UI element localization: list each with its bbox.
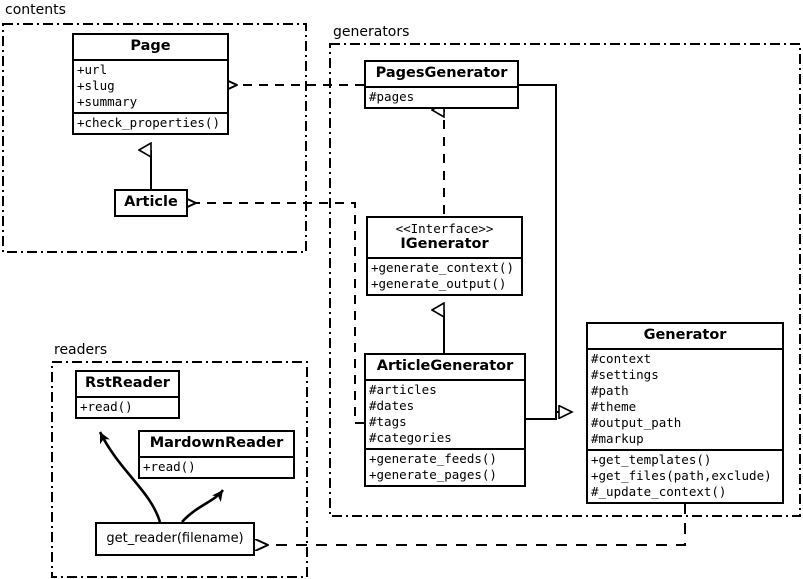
attribute-row: +url [77, 62, 108, 78]
method-row: +get_templates() [591, 452, 712, 468]
class-name-articlegenerator: ArticleGenerator [376, 358, 514, 374]
class-name-page: Page [130, 38, 171, 54]
method-row: +read() [80, 399, 133, 415]
attribute-row: +slug [77, 78, 115, 94]
attribute-row: #markup [591, 431, 644, 447]
method-row: +get_files(path,exclude) [591, 468, 772, 484]
method-row: +generate_output() [371, 275, 507, 291]
attribute-row: #theme [591, 399, 637, 415]
attribute-row: #tags [369, 414, 407, 430]
class-attributes-articlegenerator: #articles #dates #tags #categories [366, 379, 524, 448]
class-box-generator[interactable]: Generator #context #settings #path #them… [586, 322, 784, 505]
class-methods-page: +check_properties() [74, 112, 227, 133]
connector-generator-to-getreader [268, 503, 686, 545]
class-name-rstreader: RstReader [85, 375, 170, 391]
class-stereotype-igenerator: <<Interface>> [395, 221, 494, 236]
attribute-row: #context [591, 351, 652, 367]
package-label-readers: readers [52, 342, 110, 358]
class-box-igenerator[interactable]: <<Interface>> IGenerator +generate_conte… [366, 216, 523, 296]
attribute-row: #output_path [591, 415, 682, 431]
method-row: +check_properties() [77, 115, 220, 131]
class-name-mardownreader: MardownReader [149, 435, 284, 451]
class-box-mardownreader[interactable]: MardownReader +read() [138, 430, 295, 480]
connector-articlegenerator-to-generator [526, 412, 557, 420]
class-attributes-pagesgenerator: #pages [366, 86, 517, 107]
class-name-article: Article [124, 194, 178, 210]
method-row: +generate_feeds() [369, 451, 497, 467]
method-row: +generate_pages() [369, 467, 497, 483]
function-name-get-reader: get_reader(filename) [106, 531, 244, 546]
package-label-contents: contents [3, 2, 68, 18]
class-methods-mardownreader: +read() [140, 456, 293, 477]
class-name-pagesgenerator: PagesGenerator [375, 65, 508, 81]
class-attributes-page: +url +slug +summary [74, 59, 227, 112]
attribute-row: #path [591, 383, 629, 399]
method-row: +read() [143, 459, 196, 475]
class-box-page[interactable]: Page +url +slug +summary +check_properti… [72, 33, 229, 136]
attribute-row: #categories [369, 430, 452, 446]
attribute-row: +summary [77, 94, 138, 110]
class-methods-igenerator: +generate_context() +generate_output() [368, 256, 521, 294]
class-box-articlegenerator[interactable]: ArticleGenerator #articles #dates #tags … [364, 353, 526, 488]
method-row: +generate_context() [371, 259, 514, 275]
class-methods-articlegenerator: +generate_feeds() +generate_pages() [366, 448, 524, 485]
method-row: #_update_context() [591, 484, 727, 500]
attribute-row: #dates [369, 398, 415, 414]
class-methods-rstreader: +read() [77, 396, 178, 417]
class-box-rstreader[interactable]: RstReader +read() [75, 370, 180, 420]
class-box-pagesgenerator[interactable]: PagesGenerator #pages [364, 60, 519, 110]
attribute-row: #articles [369, 382, 437, 398]
package-label-generators: generators [331, 24, 412, 40]
connector-getreader-to-mardownreader [181, 489, 225, 523]
attribute-row: #settings [591, 367, 659, 383]
class-methods-generator: +get_templates() +get_files(path,exclude… [588, 449, 782, 502]
class-name-igenerator: IGenerator [400, 235, 489, 252]
class-name-generator: Generator [643, 327, 727, 343]
connector-articlegenerator-to-article [196, 203, 364, 424]
class-box-article[interactable]: Article [114, 189, 188, 218]
connector-pagesgenerator-to-generator [519, 84, 572, 412]
class-attributes-generator: #context #settings #path #theme #output_… [588, 348, 782, 449]
function-box-get-reader[interactable]: get_reader(filename) [95, 522, 255, 556]
attribute-row: #pages [369, 89, 415, 105]
